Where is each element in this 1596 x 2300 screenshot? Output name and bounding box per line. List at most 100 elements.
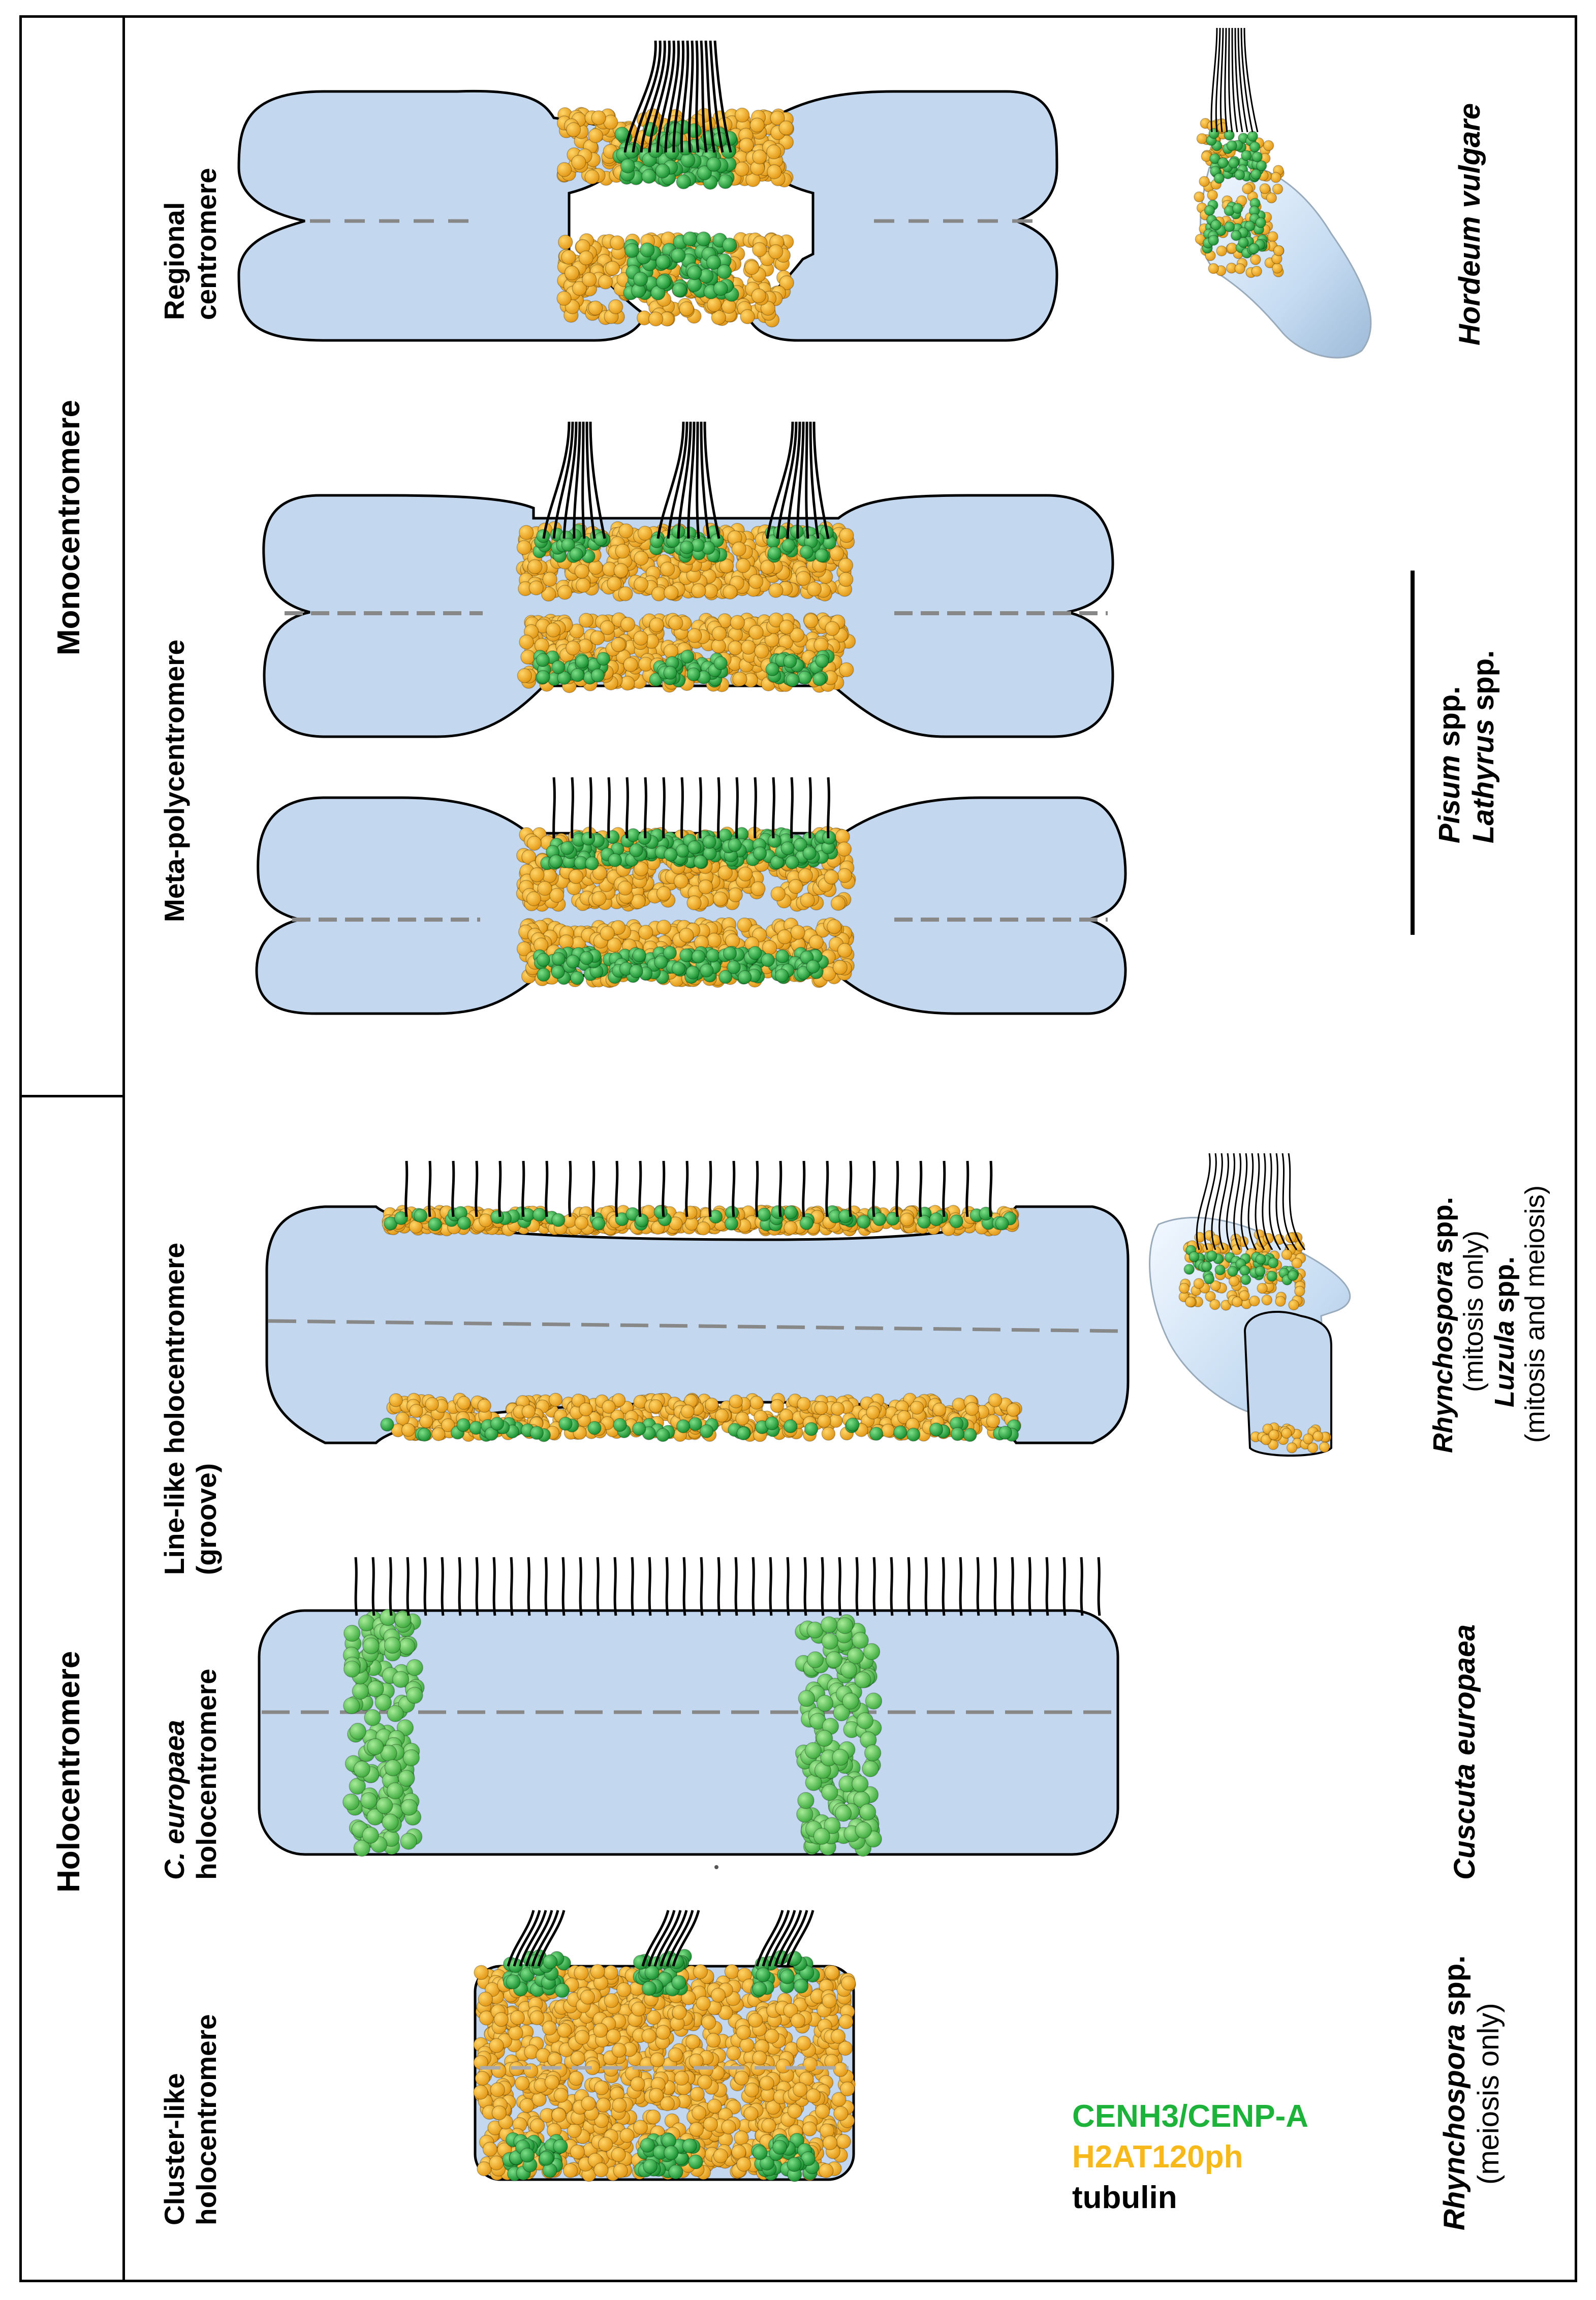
cenh3-granule: [728, 838, 742, 852]
cenh3-granule: [596, 651, 611, 666]
h2at-granule: [519, 525, 534, 540]
h2at-granule: [588, 128, 604, 143]
h2at-granule: [1178, 1282, 1190, 1294]
h2at-granule: [748, 624, 764, 640]
cenh3-granule: [998, 1426, 1013, 1440]
h2at-granule: [768, 244, 784, 260]
h2at-granule: [1288, 1299, 1299, 1311]
h2at-granule: [456, 1396, 471, 1410]
h2at-granule: [1209, 1299, 1221, 1310]
cenh3-granule: [671, 247, 686, 263]
h2at-granule: [734, 107, 750, 123]
microtubule: [662, 1160, 666, 1217]
cenh3-granule: [1266, 1271, 1277, 1282]
h2at-granule: [634, 550, 649, 566]
cenh3-granule: [1267, 1257, 1279, 1269]
cenh3-granule: [687, 840, 702, 855]
cenh3-granule: [950, 1427, 965, 1441]
microtubule: [993, 1557, 997, 1616]
h2at-granule: [679, 927, 694, 943]
h2at-granule: [478, 1213, 493, 1227]
hordeum-cenh3-domain: [1202, 128, 1268, 259]
cenh3-granule: [679, 948, 694, 962]
cenh3-granule: [536, 653, 550, 667]
cenh3-granule: [664, 847, 678, 862]
h2at-granule: [711, 310, 726, 325]
microtubule: [640, 40, 666, 153]
h2at-granule: [1217, 122, 1228, 134]
microtubule: [591, 1160, 596, 1217]
cenh3-granule: [386, 1782, 404, 1800]
h2at-granule: [1231, 1296, 1243, 1308]
cenh3-granule: [1203, 1273, 1215, 1284]
cenh3-granule: [353, 1760, 370, 1778]
cenh3-granule: [414, 1209, 428, 1223]
metapoly-upper-diagram: [262, 421, 1114, 738]
h2at-granule: [1272, 183, 1284, 195]
cenh3-granule: [761, 953, 775, 967]
cenh3-granule: [680, 649, 695, 664]
microtubule: [825, 1160, 829, 1217]
h2at-granule: [752, 149, 767, 165]
h2at-granule: [838, 662, 854, 677]
microtubule: [680, 777, 684, 839]
microtubule: [406, 1557, 410, 1616]
cenh3-granule: [635, 1213, 649, 1227]
cenh3-granule: [840, 1661, 858, 1679]
cenh3-granule: [1210, 219, 1222, 231]
h2at-granule: [766, 144, 781, 160]
h2at-granule: [648, 311, 664, 327]
h2at-granule: [910, 1400, 924, 1415]
cenh3-granule: [713, 281, 728, 296]
cenh3-granule: [917, 1214, 931, 1229]
regional-centromere-diagram: [237, 40, 1058, 342]
cenh3-granule: [781, 538, 796, 553]
cenh3-granule: [784, 1205, 798, 1219]
cenh3-granule: [575, 654, 589, 669]
cenh3-granule: [775, 949, 790, 964]
h2at-granule: [735, 558, 751, 574]
cenh3-granule: [753, 846, 767, 861]
h2at-granule: [1006, 1403, 1021, 1417]
h2at-granule: [712, 891, 728, 906]
cenh3-granule: [825, 1651, 843, 1668]
cenh3-granule: [1224, 130, 1235, 141]
regional-microtubule-bundle: [623, 40, 732, 153]
cenh3-granule: [1214, 1264, 1226, 1276]
cenh3-granule: [685, 965, 700, 980]
cenh3-granule: [697, 165, 712, 181]
hordeum-3d-body: [1200, 163, 1372, 359]
cenh3-granule: [706, 949, 720, 963]
h2at-granule: [739, 137, 754, 153]
cenh3-granule: [1201, 1261, 1212, 1272]
h2at-granule: [618, 586, 633, 602]
cenh3-granule: [963, 1428, 977, 1442]
cenh3-granule: [864, 1744, 882, 1762]
cenh3-granule: [1247, 131, 1258, 142]
cenh3-granule: [748, 946, 762, 960]
cenh3-granule: [343, 1660, 361, 1678]
cenh3-granule: [1256, 160, 1267, 171]
microtubule: [1224, 27, 1228, 133]
h2at-granule: [932, 1402, 947, 1417]
h2at-granule: [735, 1411, 749, 1426]
microtubule: [648, 1557, 652, 1616]
h2at-granule: [578, 250, 594, 266]
h2at-granule: [790, 925, 805, 940]
h2at-granule: [600, 926, 615, 941]
h2at-granule: [784, 1220, 798, 1235]
h2at-granule: [806, 581, 822, 597]
h2at-granule: [1184, 1296, 1196, 1308]
h2at-granule: [1319, 1441, 1330, 1453]
microtubule: [769, 1557, 773, 1616]
h2at-granule: [797, 1397, 811, 1411]
h2at-granule: [725, 933, 740, 949]
h2at-granule: [826, 919, 842, 934]
cenh3-granule: [663, 666, 677, 680]
cenh3-granule: [529, 1426, 544, 1440]
h2at-granule: [1216, 245, 1227, 257]
cenh3-granule: [655, 254, 671, 270]
cenh3-granule: [640, 242, 655, 258]
rhynchospora-3d-chromosome: [1149, 1153, 1351, 1457]
cenh3-granule: [949, 1214, 963, 1228]
